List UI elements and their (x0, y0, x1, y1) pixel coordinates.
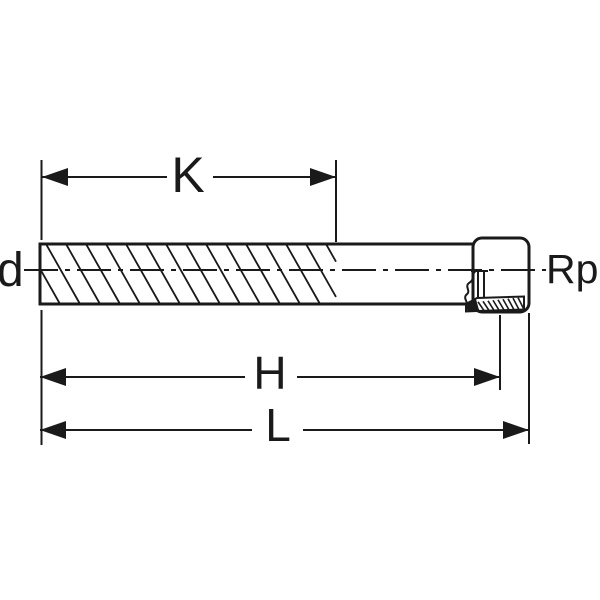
thread-hatch-line (507, 298, 515, 311)
dimension-l (40, 310, 530, 445)
thread-hatch-line (502, 298, 510, 311)
hatch-line (325, 243, 337, 263)
arrowhead-right (474, 368, 500, 386)
arrowhead-right (503, 421, 529, 439)
hatch-line (85, 243, 121, 305)
thread-hatch-line (482, 300, 490, 311)
thread-hatch-line (472, 301, 480, 312)
thread-hatch-line (467, 302, 475, 312)
hatch-line (245, 243, 281, 305)
label-rp: Rp (546, 246, 598, 292)
thread-hatch-line (517, 297, 525, 310)
break-line (464, 269, 478, 307)
thread-hatch-line (477, 301, 485, 312)
label-k: K (171, 147, 204, 203)
thread-band-end (465, 299, 479, 312)
thread-hatching (467, 297, 525, 312)
hatch-line (65, 243, 101, 305)
hatch-line (39, 268, 61, 305)
hatch-line (225, 243, 261, 305)
arrowhead-left (40, 368, 66, 386)
pipe-body (38, 242, 473, 306)
label-d: d (0, 244, 24, 297)
hatch-line (265, 243, 301, 305)
hatch-line (145, 243, 181, 305)
thread-hatch-line (512, 297, 520, 311)
hatch-line (45, 243, 81, 305)
arrowhead-right (310, 168, 336, 186)
hatch-line (125, 243, 161, 305)
thread-hatch-line (497, 299, 505, 311)
label-h: H (253, 347, 286, 399)
hatch-line (205, 243, 241, 305)
hatch-line (165, 243, 201, 305)
pipe-hatching (39, 243, 337, 305)
hatch-line (185, 243, 221, 305)
thread-detail (464, 269, 525, 313)
hatch-line (105, 243, 141, 305)
arrowhead-left (40, 421, 66, 439)
arrowhead-left (42, 168, 68, 186)
hatch-line (285, 243, 321, 305)
dimension-h (40, 315, 501, 390)
dimension-k (40, 160, 337, 242)
thread-hatch-line (492, 299, 500, 311)
label-l: L (265, 399, 291, 451)
thread-hatch-line (487, 300, 495, 311)
